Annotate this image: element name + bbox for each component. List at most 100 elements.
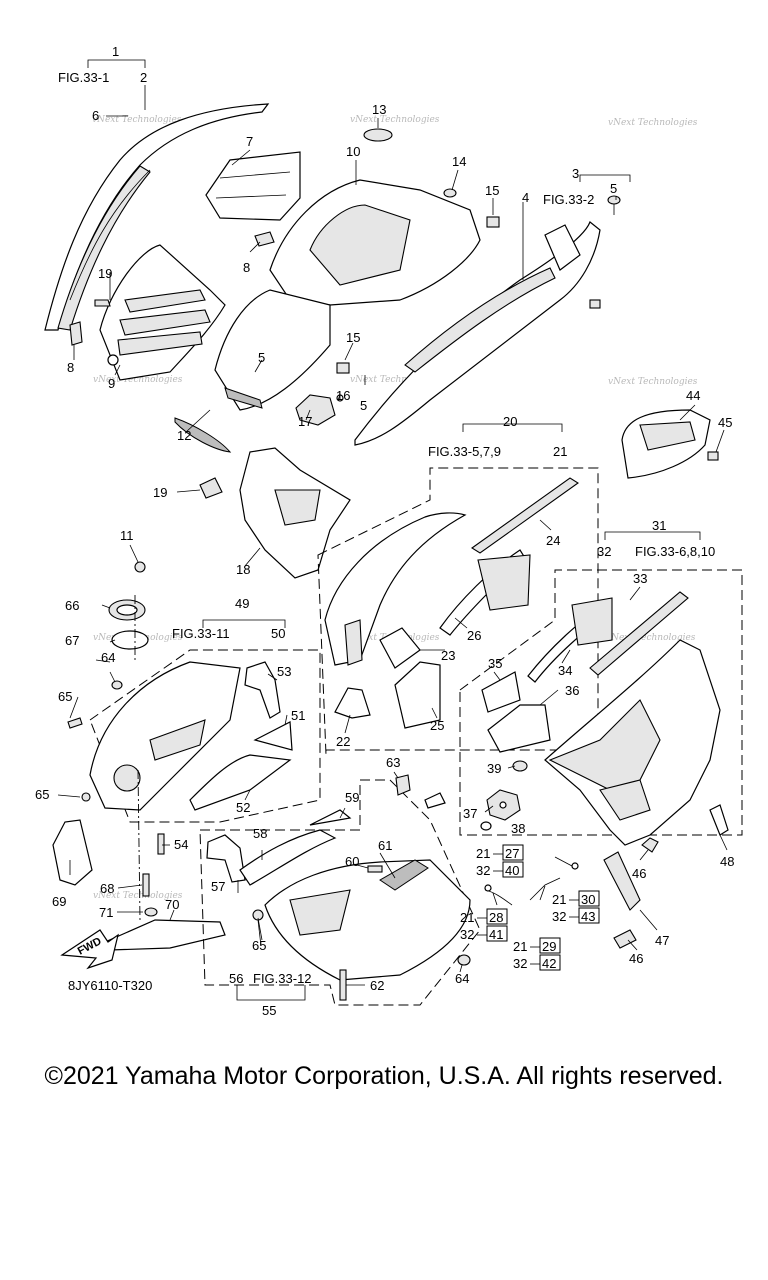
kit-ref-c: 32 [476,863,490,878]
callout: 26 [467,628,481,643]
part-bracket-63 [395,774,446,809]
callout: 71 [99,905,113,920]
callout: 70 [165,897,179,912]
callout: 46 [629,951,643,966]
callout-labels: 1 2 3 4 5 5 5 6 7 8 8 9 10 11 12 13 14 1… [35,44,734,1018]
part-pad-51 [253,721,293,751]
kit-ref-27-40: 21 27 32 40 [476,844,524,878]
part-grille-12 [174,417,232,453]
callout: 32 [597,544,611,559]
callout: 25 [430,718,444,733]
group-outline-31 [459,569,743,836]
part-deck-panel-21 [324,512,467,666]
callout: 34 [558,663,572,678]
callout: 37 [463,806,477,821]
callout: 49 [235,596,249,611]
callout: 44 [686,388,700,403]
kit-ref-c: 32 [460,927,474,942]
watermark: vNext Technologies [93,891,183,901]
part-panel-35 [481,671,521,713]
part-block-57 [206,834,246,883]
callout: 5 [360,398,367,413]
kit-ref-b: 29 [542,939,556,954]
callout: 64 [101,650,115,665]
callout: 14 [452,154,466,169]
callout: 1 [112,44,119,59]
part-clip-15 [336,216,500,374]
part-cable-kit [484,862,579,906]
callout: 47 [655,933,669,948]
part-pad-58 [239,829,337,886]
kit-ref-a: 21 [552,892,566,907]
callout: 8 [243,260,250,275]
callout: 51 [291,708,305,723]
part-rivet-14 [443,188,457,198]
fig-ref: FIG.33-6,8,10 [635,544,715,559]
part-plate-61 [379,859,429,891]
watermark: vNext Technologies [608,377,698,387]
callout: 56 [229,971,243,986]
part-rivet-64 [111,680,471,966]
fig-ref: FIG.33-5,7,9 [428,444,501,459]
callout: 65 [35,787,49,802]
part-pad-22 [334,687,371,719]
callout: 22 [336,734,350,749]
callout: 35 [488,656,502,671]
part-front-cover-10 [214,179,481,411]
part-inner-panel-9 [99,244,226,381]
part-deck-panel-32 [544,639,721,846]
callout: 53 [277,664,291,679]
part-strip-33 [589,591,689,676]
callout: 36 [565,683,579,698]
callout: 39 [487,761,501,776]
part-pin-62 [339,969,347,1001]
callout: 63 [386,755,400,770]
callout: 52 [236,800,250,815]
part-pad-36 [487,704,551,753]
part-hood-cover [44,103,270,331]
kit-ref-29-42: 21 29 32 42 [513,937,561,971]
callout: 54 [174,837,188,852]
part-screw-54 [157,833,165,855]
callout: 69 [52,894,66,909]
callout: 11 [120,528,134,543]
kit-ref-d: 40 [505,863,519,878]
part-clip-48 [709,804,729,836]
callout: 24 [546,533,560,548]
callout: 23 [441,648,455,663]
callout: 64 [455,971,469,986]
fig-ref: FIG.33-2 [543,192,594,207]
part-strip-24 [471,477,579,554]
leader-lines [57,59,728,1001]
part-rivet-65 [67,717,264,921]
copyright-notice: ©2021 Yamaha Motor Corporation, U.S.A. A… [44,1062,724,1090]
kit-ref-d: 41 [489,927,503,942]
callout: 38 [511,821,525,836]
watermark: vNext Technologies [350,375,440,385]
part-pad-52 [189,754,292,811]
fig-ref: FIG.33-12 [253,971,312,986]
callout: 60 [345,854,359,869]
callout: 65 [58,689,72,704]
callout: 9 [108,376,115,391]
callout: 15 [485,183,499,198]
callout: 50 [271,626,285,641]
part-panel-34 [527,597,613,683]
callout: 55 [262,1003,276,1018]
part-rivet-5 [607,195,621,215]
callout: 19 [98,266,112,281]
kit-ref-c: 32 [513,956,527,971]
part-panel-7 [205,151,301,221]
callout: 8 [67,360,74,375]
centerline [134,595,141,921]
callout: 45 [718,415,732,430]
part-block-53 [244,661,281,719]
watermark: vNext Technologies [93,375,183,385]
kit-ref-c: 32 [552,909,566,924]
callout: 5 [610,181,617,196]
callout: 3 [572,166,579,181]
fig-ref: FIG.33-1 [58,70,109,85]
callout: 65 [252,938,266,953]
callout: 2 [140,70,147,85]
part-panel-26 [439,549,531,636]
